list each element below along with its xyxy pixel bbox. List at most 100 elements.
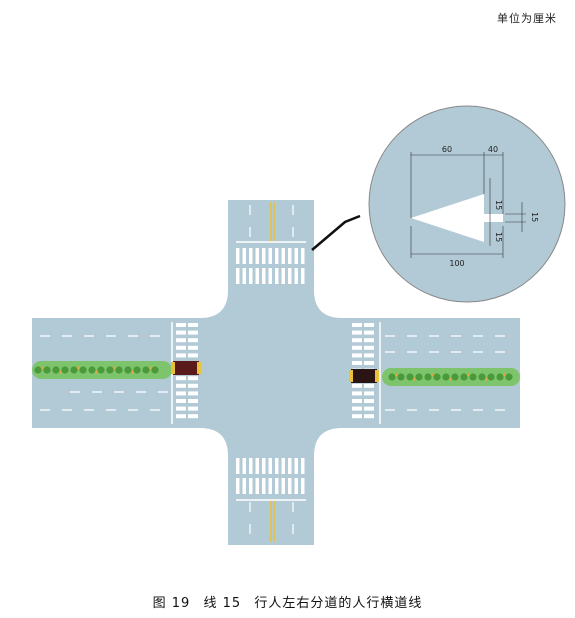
median-tree: [97, 366, 105, 374]
median-tree: [388, 373, 396, 381]
median-tree: [43, 366, 51, 374]
median-tree: [124, 366, 132, 374]
crosswalk-stripe: [255, 478, 259, 494]
unit-note: 单位为厘米: [497, 12, 557, 25]
crosswalk-stripe: [188, 399, 198, 403]
north-approach-markings: [236, 202, 306, 284]
crosswalk-stripe: [301, 268, 305, 284]
crosswalk-stripe: [364, 361, 374, 365]
crosswalk-stripe: [176, 323, 186, 327]
crosswalk-stripe: [281, 268, 285, 284]
dim-top-right-label: 40: [488, 145, 498, 154]
dim-side-upper-label: 15: [494, 200, 503, 210]
crosswalk-stripe: [242, 478, 246, 494]
median-tree: [469, 373, 477, 381]
median-tree: [406, 373, 414, 381]
west-signal-box: [173, 361, 199, 375]
crosswalk-stripe: [281, 478, 285, 494]
median-tree: [151, 366, 159, 374]
crosswalk-stripe: [176, 383, 186, 388]
median-flower: [395, 373, 398, 377]
crosswalk-stripe: [176, 330, 186, 335]
median-tree: [70, 366, 78, 374]
crosswalk-stripe: [294, 478, 298, 494]
crosswalk-stripe: [242, 248, 246, 264]
crosswalk-stripe: [352, 399, 362, 403]
caption-figure-number: 图 19: [152, 596, 191, 611]
crosswalk-stripe: [301, 248, 305, 264]
crosswalk-stripe: [268, 478, 272, 494]
west-signal-yellow-end: [197, 362, 201, 374]
east-signal: [349, 369, 379, 383]
crosswalk-stripe: [352, 338, 362, 343]
dim-side-lower-label: 15: [494, 232, 503, 242]
crosswalk-stripe: [188, 345, 198, 350]
median-tree: [505, 373, 513, 381]
crosswalk-stripe: [176, 399, 186, 403]
median-flower: [95, 370, 98, 374]
detail-callout: 60 40 15 15 15 100: [368, 105, 566, 303]
west-median-trees: [34, 366, 159, 374]
median-tree: [442, 373, 450, 381]
crosswalk-stripe: [242, 458, 246, 474]
crosswalk-stripe: [364, 338, 374, 343]
crosswalk-stripe: [275, 478, 279, 494]
crosswalk-stripe: [275, 248, 279, 264]
median-flower: [41, 366, 44, 370]
median-tree: [451, 373, 459, 381]
crosswalk-stripe: [236, 268, 240, 284]
crosswalk-stripe: [262, 268, 266, 284]
dim-bottom-label: 100: [449, 259, 464, 268]
crosswalk-stripe: [364, 353, 374, 358]
crosswalk-stripe: [188, 338, 198, 343]
crosswalk-stripe: [352, 353, 362, 358]
crosswalk-stripe: [268, 458, 272, 474]
crosswalk-stripe: [294, 458, 298, 474]
crosswalk-stripe: [364, 330, 374, 335]
crosswalk-stripe: [288, 478, 292, 494]
median-flower: [431, 373, 434, 377]
crosswalk-stripe: [188, 414, 198, 419]
crosswalk-stripe: [255, 248, 259, 264]
crosswalk-stripe: [188, 391, 198, 396]
crosswalk-stripe: [249, 248, 253, 264]
junction-area: [200, 290, 342, 456]
crosswalk-stripe: [352, 361, 362, 365]
crosswalk-stripe: [188, 406, 198, 411]
median-flower: [485, 377, 488, 381]
north-crosswalk: [236, 248, 305, 284]
median-flower: [503, 373, 506, 377]
median-tree: [115, 366, 123, 374]
crosswalk-stripe: [188, 323, 198, 327]
crosswalk-stripe: [176, 345, 186, 350]
arrow-marking-detail: [411, 194, 503, 242]
crosswalk-stripe: [249, 478, 253, 494]
crosswalk-stripe: [288, 248, 292, 264]
crosswalk-stripe: [176, 338, 186, 343]
dimension-lines: [410, 152, 526, 258]
crosswalk-stripe: [364, 399, 374, 403]
crosswalk-stripe: [352, 330, 362, 335]
crosswalk-stripe: [352, 414, 362, 419]
crosswalk-stripe: [364, 345, 374, 350]
crosswalk-stripe: [188, 376, 198, 381]
median-tree: [133, 366, 141, 374]
crosswalk-stripe: [275, 268, 279, 284]
east-median: [382, 368, 520, 386]
crosswalk-stripe: [176, 406, 186, 411]
crosswalk-stripe: [352, 383, 362, 388]
median-tree: [496, 373, 504, 381]
south-crosswalk: [236, 458, 305, 494]
median-tree: [487, 373, 495, 381]
median-flower: [131, 370, 134, 374]
east-signal-yellow-end: [349, 370, 353, 382]
median-flower: [113, 366, 116, 370]
crosswalk-stripe: [281, 458, 285, 474]
crosswalk-stripe: [188, 383, 198, 388]
crosswalk-stripe: [236, 478, 240, 494]
median-tree: [478, 373, 486, 381]
median-tree: [424, 373, 432, 381]
east-median-strip: [382, 368, 520, 386]
crosswalk-stripe: [262, 478, 266, 494]
east-signal-yellow-end: [375, 370, 379, 382]
